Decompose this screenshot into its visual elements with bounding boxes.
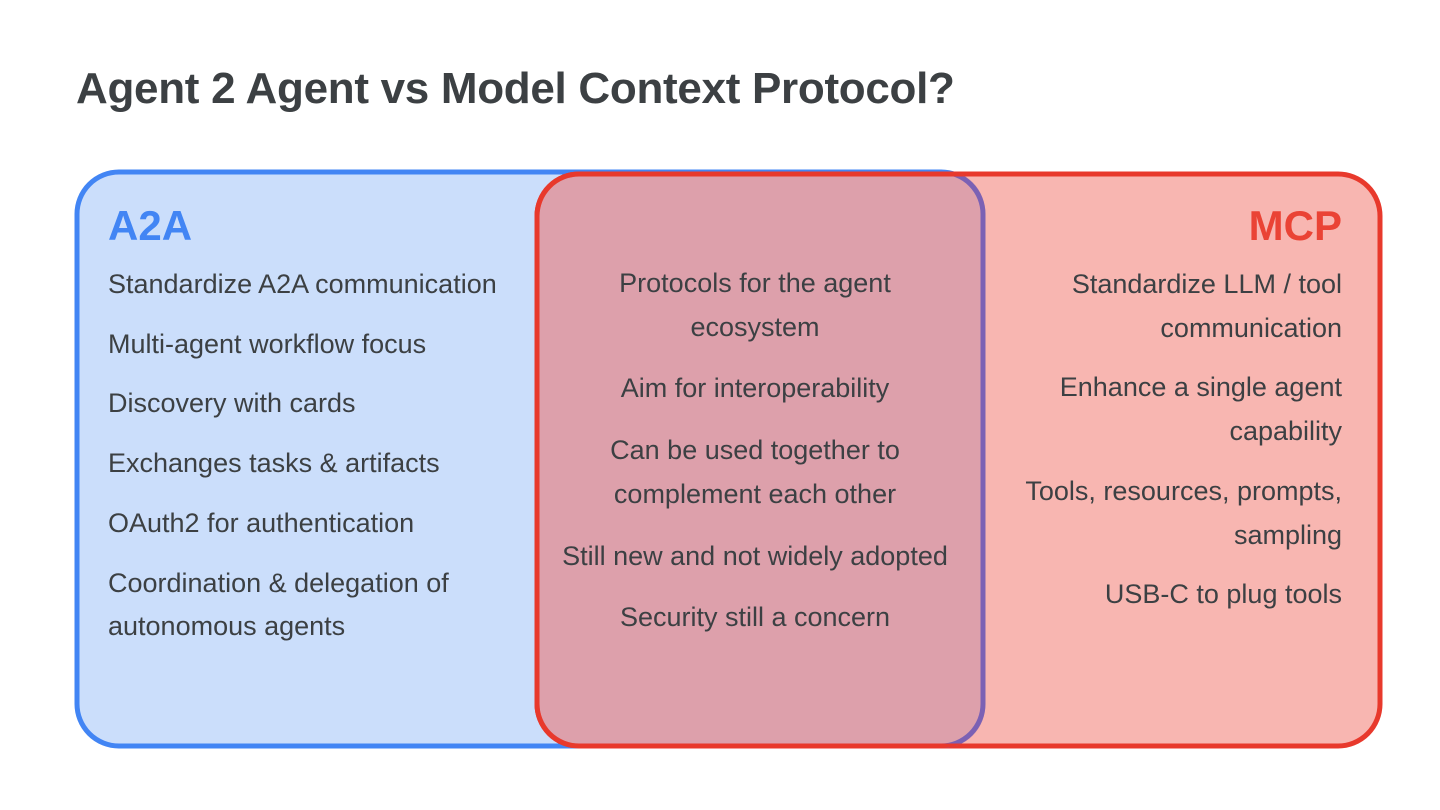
a2a-item: Multi-agent workflow focus <box>108 328 427 359</box>
overlap-column: Protocols for the agent ecosystem Aim fo… <box>555 262 955 658</box>
mcp-item: Standardize LLM / tool communication <box>1071 269 1342 343</box>
overlap-item: Can be used together to complement each … <box>610 435 900 509</box>
a2a-heading: A2A <box>108 202 193 249</box>
overlap-region <box>537 174 985 746</box>
a2a-item: Coordination & delegation of autonomous … <box>108 567 449 642</box>
a2a-item: Standardize A2A communication <box>108 269 497 299</box>
overlap-item: Security still a concern <box>619 602 891 633</box>
mcp-item: Tools, resources, prompts, sampling <box>1025 475 1342 550</box>
a2a-item: Discovery with cards <box>108 388 356 419</box>
page-title: Agent 2 Agent vs Model Context Protocol? <box>76 64 955 113</box>
a2a-item: OAuth2 for authentication <box>108 507 415 538</box>
mcp-column: MCP Standardize LLM / tool communication… <box>1000 205 1342 633</box>
mcp-heading: MCP <box>1248 202 1342 249</box>
mcp-item: USB-C to plug tools <box>1104 579 1342 610</box>
overlap-item: Protocols for the agent ecosystem <box>619 268 891 342</box>
a2a-overlap-border <box>535 172 986 748</box>
a2a-item: Exchanges tasks & artifacts <box>108 448 440 479</box>
a2a-column: A2A Standardize A2A communication Multi-… <box>108 205 528 649</box>
overlap-item: Still new and not widely adopted <box>562 540 948 571</box>
mcp-item: Enhance a single agent capability <box>1059 372 1342 447</box>
overlap-item: Aim for interoperability <box>620 373 890 404</box>
